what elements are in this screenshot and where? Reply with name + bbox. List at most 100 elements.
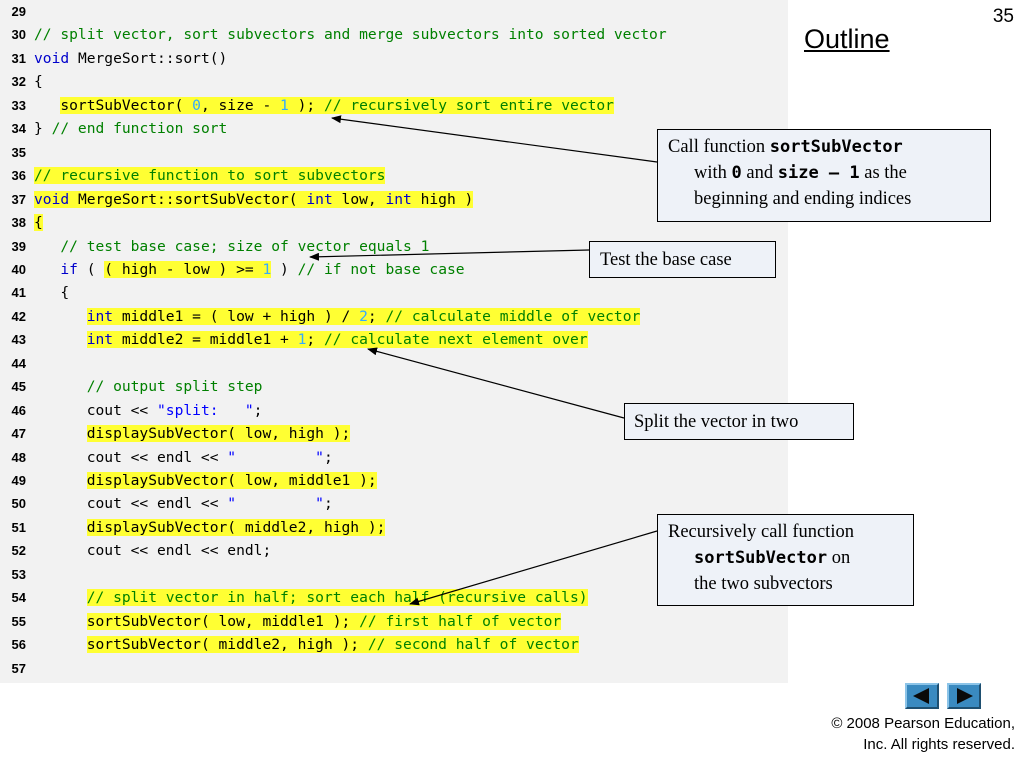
code-line: 36 // recursive function to sort subvecto… (0, 164, 788, 187)
line-number: 44 (11, 355, 26, 371)
code-token: " " (227, 448, 324, 466)
callout-code: 0 (731, 163, 742, 183)
code-line: 42 int middle1 = ( low + high ) / 2; // … (0, 305, 788, 328)
triangle-right-icon (957, 688, 973, 704)
code-line: 57 (0, 657, 788, 680)
code-token: if (60, 260, 78, 278)
callout-code: sortSubVector (694, 548, 828, 568)
code-line: 41 { (0, 281, 788, 304)
code-line: 32 { (0, 70, 788, 93)
code-token (34, 636, 87, 653)
line-number: 41 (11, 285, 26, 301)
code-token: sortSubVector( low, middle1 ); (86, 612, 360, 630)
code-text: void MergeSort::sortSubVector( int low, … (34, 188, 474, 211)
code-token: cout << endl << endl; (34, 542, 272, 560)
code-line: 43 int middle2 = middle1 + 1; // calcula… (0, 328, 788, 351)
code-token: , size - (200, 96, 281, 114)
code-token: low, (332, 190, 386, 208)
code-token (34, 331, 87, 348)
code-token: displaySubVector( low, high ); (86, 425, 351, 443)
code-text: cout << "split: "; (34, 399, 263, 422)
code-text: void MergeSort::sort() (34, 47, 227, 70)
code-line: 45 // output split step (0, 375, 788, 398)
code-line: 48 cout << endl << " "; (0, 446, 788, 469)
line-number: 56 (11, 637, 26, 653)
line-number: 55 (11, 613, 26, 629)
code-token: ; (367, 307, 386, 325)
code-token: middle2 = middle1 + (113, 331, 298, 349)
code-token: 2 (359, 307, 368, 325)
code-token: { (34, 214, 43, 232)
code-token: cout << (34, 401, 158, 419)
line-number: 40 (11, 261, 26, 277)
code-line: 33 sortSubVector( 0, size - 1 ); // recu… (0, 94, 788, 117)
next-slide-button[interactable] (947, 683, 981, 709)
line-number: 52 (11, 543, 26, 559)
line-number: 36 (11, 168, 26, 184)
code-line: 50 cout << endl << " "; (0, 492, 788, 515)
line-number: 39 (11, 238, 26, 254)
code-text: { (34, 281, 69, 304)
callout-text: and (741, 163, 778, 183)
line-number: 34 (11, 121, 26, 137)
triangle-left-icon (913, 688, 929, 704)
code-line: 46 cout << "split: "; (0, 399, 788, 422)
code-text: // recursive function to sort subvectors (34, 164, 386, 187)
code-text: displaySubVector( middle2, high ); (34, 516, 386, 539)
code-line: 49 displaySubVector( low, middle1 ); (0, 469, 788, 492)
copyright-line: © 2008 Pearson Education, (831, 715, 1015, 732)
code-token: " " (227, 495, 324, 513)
line-number: 49 (11, 473, 26, 488)
line-number: 54 (11, 590, 26, 606)
code-line: 52 cout << endl << endl; (0, 539, 788, 562)
code-line: 44 (0, 352, 788, 375)
code-token: int (86, 307, 114, 325)
code-token: // first half of vector (359, 612, 562, 630)
copyright-line: Inc. All rights reserved. (863, 736, 1015, 753)
code-token: // split vector, sort subvectors and mer… (34, 26, 667, 44)
code-token (34, 261, 60, 278)
code-token: int (385, 190, 412, 208)
callout-code: size – 1 (777, 163, 860, 183)
code-line: 53 (0, 563, 788, 586)
outline-link[interactable]: Outline (804, 24, 890, 54)
code-token: ; (306, 331, 324, 349)
line-number: 51 (11, 519, 26, 535)
line-number: 38 (11, 215, 26, 231)
code-token (34, 238, 60, 255)
code-line: 29 (0, 0, 788, 23)
code-text: // test base case; size of vector equals… (34, 235, 429, 258)
line-number: 35 (11, 144, 26, 160)
code-text: { (34, 70, 43, 93)
code-token: } (34, 120, 52, 138)
code-text: displaySubVector( low, middle1 ); (34, 469, 377, 492)
code-text: if ( ( high - low ) >= 1 ) // if not bas… (34, 258, 465, 281)
line-number: 57 (11, 660, 26, 676)
callout-text: beginning and ending indices (694, 189, 912, 209)
callout-text: Call function (668, 137, 770, 157)
code-token: middle1 = ( low + high ) / (113, 307, 360, 325)
callout-text: Test the base case (600, 250, 732, 270)
code-token: { (34, 284, 70, 302)
code-token: displaySubVector( middle2, high ); (86, 518, 386, 536)
previous-slide-button[interactable] (905, 683, 939, 709)
line-number: 37 (11, 191, 26, 207)
code-text: sortSubVector( 0, size - 1 ); // recursi… (34, 94, 614, 117)
code-text: sortSubVector( low, middle1 ); // first … (34, 610, 562, 633)
code-text: { (34, 211, 43, 234)
line-number: 29 (11, 4, 26, 19)
code-token: 1 (297, 331, 307, 349)
line-number: 47 (11, 426, 26, 442)
line-number: 53 (11, 566, 26, 582)
code-text: int middle2 = middle1 + 1; // calculate … (34, 328, 588, 351)
line-number: 32 (11, 74, 26, 90)
code-token: ( (77, 260, 105, 278)
code-text: int middle1 = ( low + high ) / 2; // cal… (34, 305, 641, 328)
callout-call-sortsubvector: Call function sortSubVector with 0 and s… (657, 129, 991, 222)
code-token: "split: " (157, 401, 254, 419)
code-token: MergeSort::sortSubVector( (69, 190, 307, 208)
line-number: 45 (11, 379, 26, 395)
code-token: ); (288, 96, 324, 114)
callout-text: Recursively call function (668, 522, 854, 542)
